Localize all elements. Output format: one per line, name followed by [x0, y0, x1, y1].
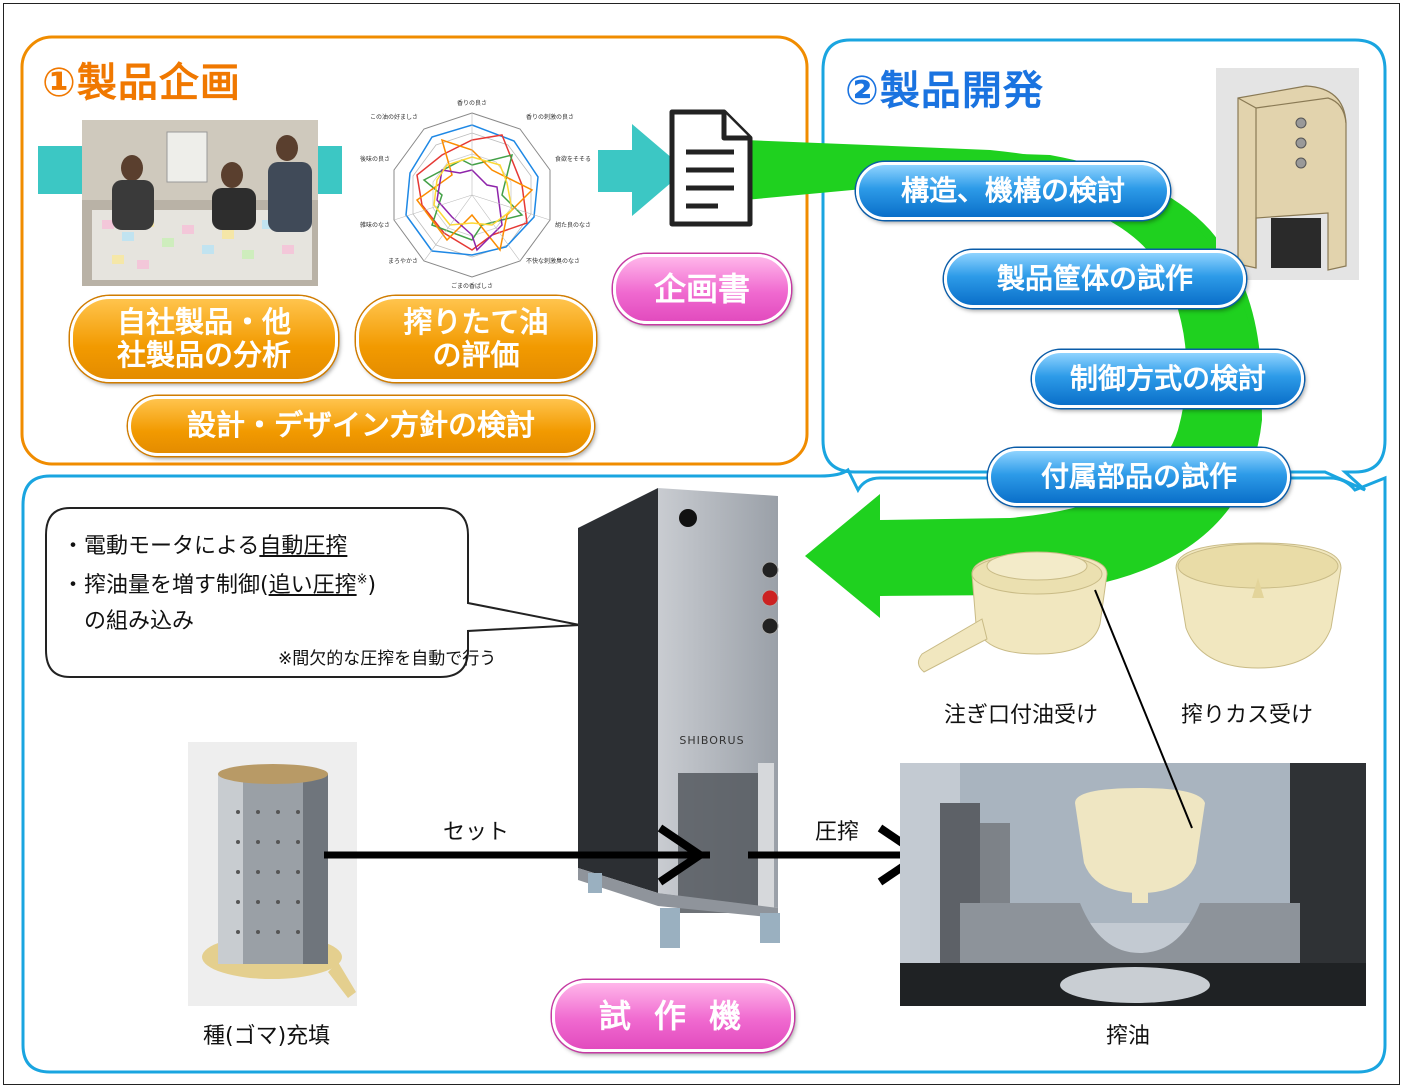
- panel2-border: [821, 38, 1387, 492]
- caption-residue-receiver: 搾りカス受け: [1181, 703, 1314, 728]
- team-analysis-photo: [82, 120, 318, 286]
- radar-label-6: まろやかさ: [388, 257, 418, 265]
- pill-product-analysis-line1: 自社製品・他: [116, 304, 291, 339]
- pill-product-analysis-line2: 社製品の分析: [116, 338, 291, 372]
- caption-seed-fill: 種(ゴマ)充填: [203, 1024, 331, 1049]
- radar-label-9: この油の好ましさ: [370, 113, 418, 121]
- radar-label-0: 香りの良さ: [457, 99, 487, 107]
- teal-bar-left: [38, 146, 84, 194]
- callout-line2-prefix: ・搾油量を増す制御(: [62, 573, 269, 598]
- caption-oil-press: 搾油: [1106, 1024, 1151, 1049]
- step-control-method: 制御方式の検討: [1032, 350, 1304, 408]
- callout-line1-underlined: 自動圧搾: [259, 534, 348, 559]
- pill-oil-evaluation-line2: の評価: [432, 338, 520, 372]
- arrow-label-press: 圧搾: [815, 820, 860, 845]
- step-structure-mechanism: 構造、機構の検討: [856, 162, 1170, 220]
- panel2-title: ②製品開発: [845, 68, 1044, 114]
- callout-bubble: [45, 507, 580, 678]
- teal-arrow: [598, 124, 686, 216]
- pill-product-analysis: 自社製品・他 社製品の分析: [70, 296, 338, 382]
- cardboard-prototype-photo: [1216, 68, 1359, 280]
- panel1-title: ①製品企画: [42, 60, 241, 106]
- prototype-machine: SHIBORUS: [578, 488, 780, 948]
- callout-note: ※間欠的な圧搾を自動で行う: [278, 649, 497, 669]
- caption-spout-receiver: 注ぎ口付油受け: [944, 703, 1099, 728]
- residue-receiver-part: [1175, 542, 1342, 669]
- document-icon: [669, 109, 753, 227]
- prototype-label: 試 作 機: [552, 980, 794, 1052]
- panel3-border: [21, 467, 1387, 1074]
- radar-label-7: 雑味のなさ: [360, 221, 390, 229]
- callout-line2-underlined: 追い圧搾: [268, 573, 357, 598]
- pill-oil-evaluation: 搾りたて油 の評価: [356, 296, 596, 382]
- radar-label-2: 食欲をそそる: [555, 155, 591, 163]
- seed-cylinder-photo: [188, 742, 357, 1006]
- panel1-border: [20, 35, 809, 466]
- spout-receiver-part: [918, 551, 1108, 673]
- callout-line1-prefix: ・電動モータによる: [62, 534, 260, 559]
- arrow-label-set: セット: [443, 820, 510, 845]
- pill-design-policy: 設計・デザイン方針の検討: [128, 396, 594, 456]
- pill-oil-evaluation-line1: 搾りたて油: [403, 304, 549, 339]
- step-accessory-prototype: 付属部品の試作: [988, 448, 1290, 506]
- radar-label-5: ごまの香ばしさ: [451, 282, 493, 290]
- callout-line3: の組み込み: [84, 609, 195, 634]
- callout-line2: ・搾油量を増す制御(追い圧搾※): [62, 567, 376, 599]
- radar-label-1: 香りの刺激の良さ: [526, 113, 574, 121]
- planning-document-label: 企画書: [613, 254, 791, 324]
- oil-press-photo: [900, 763, 1366, 1006]
- radar-label-8: 後味の良さ: [360, 155, 390, 163]
- radar-chart: 香りの良さ 香りの刺激の良さ 食欲をそそる 胡た良のなさ 不快な刺激臭のなさ ご…: [360, 99, 591, 290]
- step-housing-prototype: 製品筐体の試作: [944, 250, 1246, 308]
- radar-label-4: 不快な刺激臭のなさ: [526, 257, 580, 265]
- teal-bar-right: [318, 146, 342, 194]
- radar-label-3: 胡た良のなさ: [555, 221, 591, 229]
- callout-line2-suffix: ): [367, 573, 377, 598]
- outer-frame: [3, 3, 1400, 1085]
- callout-line1: ・電動モータによる自動圧搾: [62, 528, 347, 560]
- callout-line2-mark: ※: [356, 572, 368, 588]
- machine-brand: SHIBORUS: [679, 734, 744, 747]
